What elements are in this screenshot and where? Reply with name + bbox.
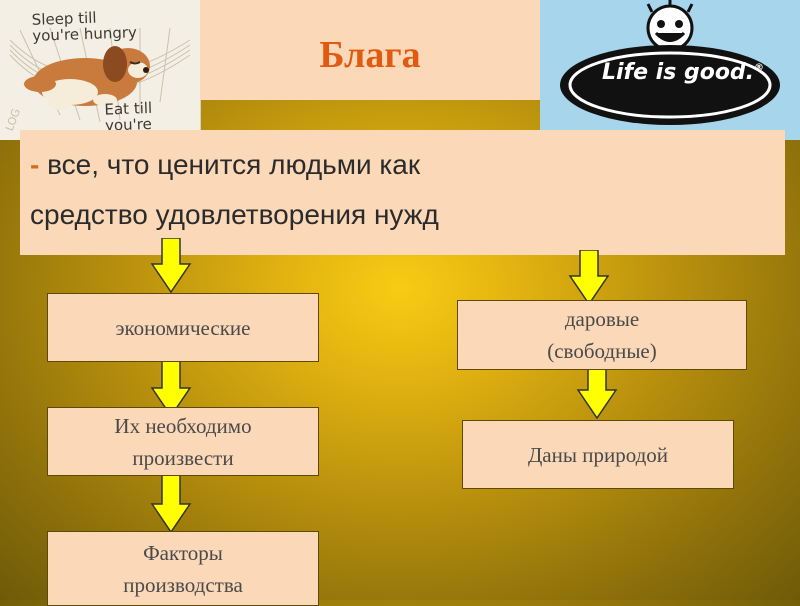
down-arrow-icon (150, 474, 192, 534)
definition-text: - все, что ценится людьми как средство у… (30, 140, 550, 240)
puppy-hammock-image: Sleep till you're hungry Eat till you're… (0, 0, 201, 140)
logo-text: Life is good.® (588, 60, 778, 85)
box-production-factors-line-1: Факторы (143, 540, 223, 565)
box-production-factors-label: Факторы производства (123, 537, 243, 601)
down-arrow-icon (576, 362, 618, 420)
definition-line-1: - все, что ценится людьми как (30, 140, 550, 190)
definition-panel (20, 130, 785, 255)
life-is-good-logo (540, 0, 800, 140)
box-economic-goods: экономические (47, 293, 319, 362)
puppy-hammock-illustration (0, 0, 200, 140)
definition-line-2: средство удовлетворения нужд (30, 199, 439, 230)
box-production-factors: Факторы производства (47, 531, 319, 606)
box-free-goods-label: даровые (свободные) (547, 303, 657, 367)
box-free-goods-line-2: (свободные) (547, 339, 657, 363)
box-economic-goods-label: экономические (115, 315, 251, 340)
box-free-goods-line-1: даровые (564, 307, 640, 331)
box-must-produce-line-2: произвести (132, 445, 234, 470)
definition-dash: - (30, 149, 40, 180)
box-must-produce-line-1: Их необходимо (114, 413, 252, 438)
slide-title: Блага (319, 34, 421, 76)
logo-wordmark: Life is good. (601, 60, 755, 85)
title-band (200, 0, 540, 100)
box-given-by-nature-label: Даны природой (527, 442, 669, 467)
box-free-goods: даровые (свободные) (457, 300, 747, 370)
definition-line-1-text: все, что ценится людьми как (47, 149, 421, 180)
box-must-produce: Их необходимо произвести (47, 407, 319, 476)
registered-mark: ® (754, 62, 765, 74)
box-given-by-nature: Даны природой (462, 420, 734, 489)
box-must-produce-label: Их необходимо произвести (114, 410, 251, 474)
down-arrow-icon (150, 358, 192, 418)
down-arrow-icon (150, 238, 192, 294)
down-arrow-icon (568, 250, 610, 306)
puppy-caption-top: Sleep till you're hungry (31, 8, 138, 45)
life-is-good-logo-image: Life is good.® (540, 0, 800, 140)
box-production-factors-line-2: производства (123, 572, 243, 597)
